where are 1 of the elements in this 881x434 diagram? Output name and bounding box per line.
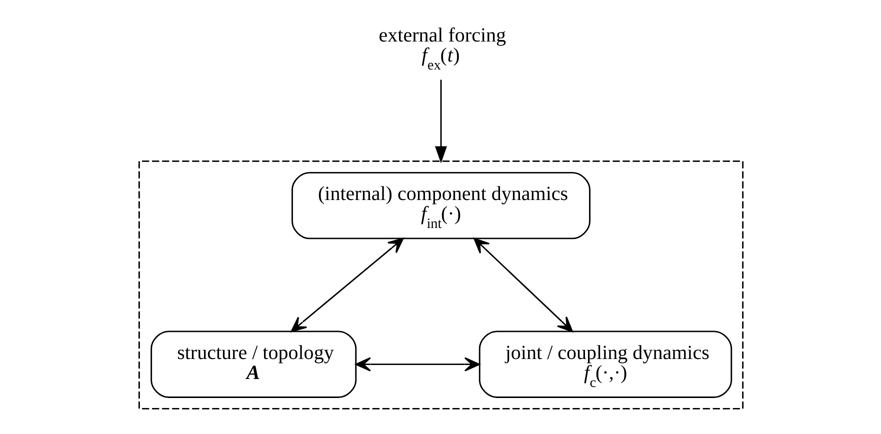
node-text: external forcing f$_{ex}$(t): [378, 24, 506, 74]
